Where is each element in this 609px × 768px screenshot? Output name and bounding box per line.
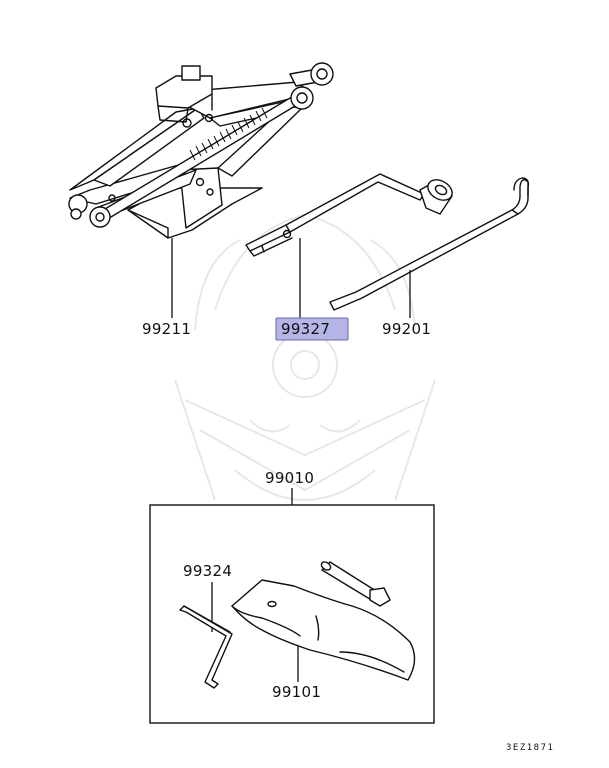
tool-bag xyxy=(231,579,416,681)
watermark-emblem xyxy=(174,213,436,501)
label-tool-kit[interactable]: 99010 xyxy=(265,469,314,487)
label-wrench[interactable]: 99327 xyxy=(281,320,330,338)
jack-handle xyxy=(329,177,530,311)
crank-bar xyxy=(179,605,233,689)
tool-kit-frame xyxy=(149,504,435,724)
diagram-code: 3EZ1871 xyxy=(506,743,554,753)
label-crank[interactable]: 99324 xyxy=(183,562,232,580)
scissor-jack xyxy=(68,62,334,239)
label-handle[interactable]: 99201 xyxy=(382,320,431,338)
highlight-box-99327 xyxy=(275,317,349,341)
socket-bar xyxy=(320,561,391,607)
label-bag[interactable]: 99101 xyxy=(272,683,321,701)
label-jack[interactable]: 99211 xyxy=(142,320,191,338)
leader-lines xyxy=(171,238,411,682)
wheel-nut-wrench xyxy=(245,173,453,257)
